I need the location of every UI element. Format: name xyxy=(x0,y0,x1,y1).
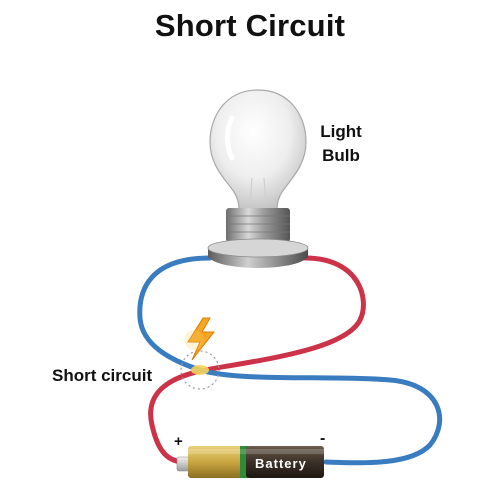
diagram-title: Short Circuit xyxy=(154,8,346,43)
red-wire xyxy=(148,255,366,465)
battery-label: Battery xyxy=(255,456,307,471)
battery-plus-sign: + xyxy=(174,433,183,450)
short-circuit-label: Short circuit xyxy=(52,366,153,385)
light-bulb-label: Light Bulb xyxy=(320,122,362,165)
blue-wire xyxy=(137,255,442,466)
short-circuit-ring xyxy=(180,350,220,390)
battery-minus-sign: - xyxy=(320,430,326,447)
battery-icon xyxy=(176,446,324,478)
lightning-spark-icon xyxy=(184,317,216,361)
light-bulb-icon xyxy=(207,89,309,268)
